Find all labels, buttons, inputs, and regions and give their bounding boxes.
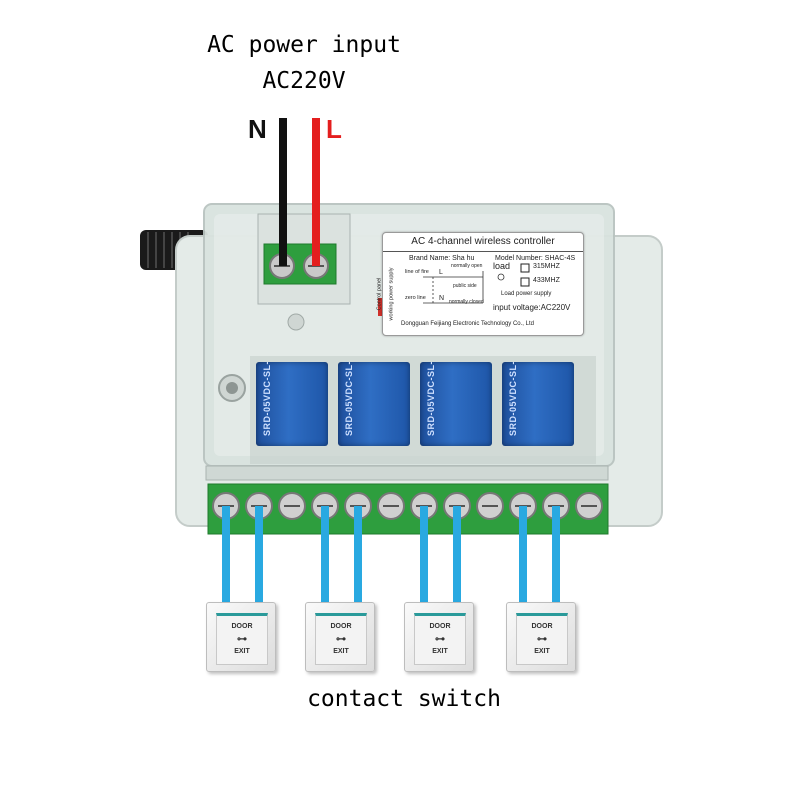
relay-1-text: SRD-05VDC-SL-C xyxy=(262,362,272,436)
label-freq-1: 315MHZ xyxy=(533,263,560,270)
switch-1-door-label: DOOR xyxy=(231,623,253,630)
label-normally-open: normally open xyxy=(451,263,483,269)
label-title: AC 4-channel wireless controller xyxy=(383,233,583,252)
relay-2-text: SRD-05VDC-SL-C xyxy=(344,362,354,436)
contact-switch-4: DOOR ⊶ EXIT xyxy=(506,602,576,672)
switch-2-panel: DOOR ⊶ EXIT xyxy=(315,613,367,665)
contact-switch-1: DOOR ⊶ EXIT xyxy=(206,602,276,672)
switch-2-exit-label: EXIT xyxy=(333,648,349,655)
contact-switch-3: DOOR ⊶ EXIT xyxy=(404,602,474,672)
neutral-wire xyxy=(279,118,287,266)
switch-2-door-label: DOOR xyxy=(330,623,352,630)
label-public-side: public side xyxy=(453,283,477,289)
switch-4-panel: DOOR ⊶ EXIT xyxy=(516,613,568,665)
key-icon: ⊶ xyxy=(237,634,247,645)
relay-1: SRD-05VDC-SL-C xyxy=(256,362,328,446)
signal-wires xyxy=(222,506,560,606)
wire-label-n: N xyxy=(248,114,267,144)
label-model: Model Number: SHAC-4S xyxy=(495,255,576,262)
label-freq-2: 433MHZ xyxy=(533,277,560,284)
title-line-1: AC power input xyxy=(207,32,401,58)
switch-1-exit-label: EXIT xyxy=(234,648,250,655)
label-side-text-1: Control panel xyxy=(376,277,383,311)
switch-3-panel: DOOR ⊶ EXIT xyxy=(414,613,466,665)
relay-4-text: SRD-05VDC-SL-C xyxy=(508,362,518,436)
live-wire xyxy=(312,118,320,266)
relay-3: SRD-05VDC-SL-C xyxy=(420,362,492,446)
label-normally-closed: normally closed xyxy=(449,299,484,305)
switch-1-panel: DOOR ⊶ EXIT xyxy=(216,613,268,665)
output-terminal-block xyxy=(207,483,609,535)
relay-3-text: SRD-05VDC-SL-C xyxy=(426,362,436,436)
label-schematic xyxy=(423,263,530,304)
wire-label-l: L xyxy=(326,114,342,144)
label-maker: Dongguan Feijiang Electronic Technology … xyxy=(401,321,534,327)
label-load-power: Load power supply xyxy=(501,291,552,297)
switch-3-exit-label: EXIT xyxy=(432,648,448,655)
title-line-2: AC220V xyxy=(262,68,346,94)
label-l-mark: L xyxy=(439,269,443,276)
bottom-caption: contact switch xyxy=(307,686,501,712)
label-line-of-fire: line of fire xyxy=(405,269,429,275)
switch-4-exit-label: EXIT xyxy=(534,648,550,655)
output-screws xyxy=(212,492,603,520)
key-icon: ⊶ xyxy=(435,634,445,645)
switch-3-door-label: DOOR xyxy=(429,623,451,630)
product-label: AC 4-channel wireless controller Brand N… xyxy=(376,232,584,336)
label-zero-line: zero line xyxy=(405,295,426,301)
label-n-mark: N xyxy=(439,295,445,302)
switch-4-door-label: DOOR xyxy=(531,623,553,630)
contact-switch-2: DOOR ⊶ EXIT xyxy=(305,602,375,672)
relay-4: SRD-05VDC-SL-C xyxy=(502,362,574,446)
key-icon: ⊶ xyxy=(537,634,547,645)
terminal-strip-top xyxy=(205,465,609,481)
key-icon: ⊶ xyxy=(336,634,346,645)
relay-2: SRD-05VDC-SL-C xyxy=(338,362,410,446)
label-brand: Brand Name: Sha hu xyxy=(409,255,475,262)
mounting-hole-center xyxy=(226,382,238,394)
label-load: load xyxy=(493,261,511,271)
label-input-voltage: input voltage:AC220V xyxy=(493,303,571,312)
led-window xyxy=(287,313,305,331)
